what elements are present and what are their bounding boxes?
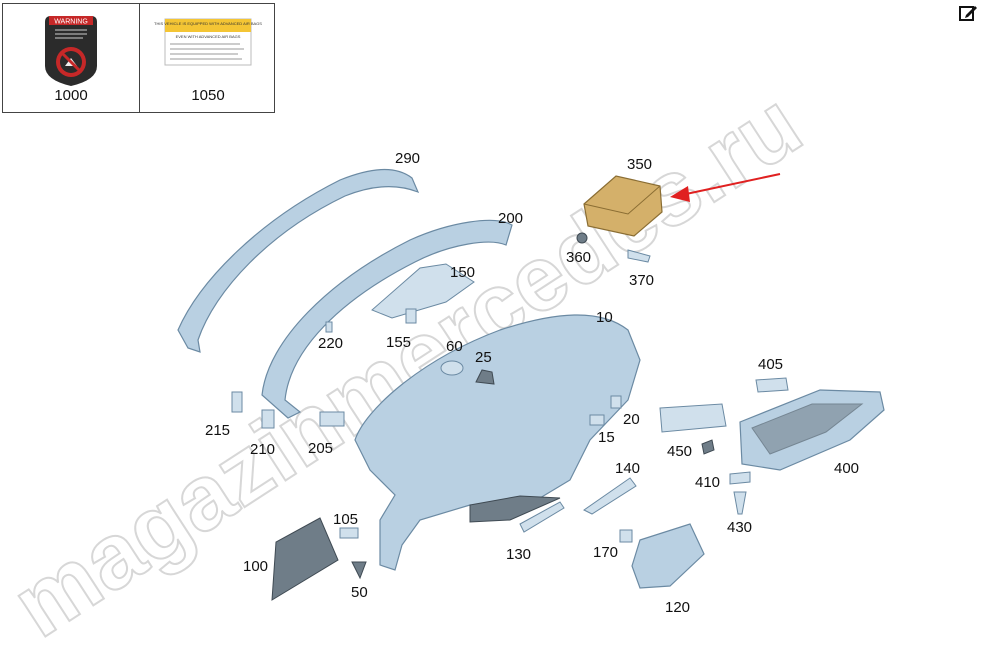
thumbnail-1050[interactable]: THIS VEHICLE IS EQUIPPED WITH ADVANCED A… [140, 4, 276, 112]
part-430-pin[interactable] [733, 491, 747, 515]
part-10-dashboard[interactable] [354, 314, 641, 571]
airbag-info-sticker-icon: THIS VEHICLE IS EQUIPPED WITH ADVANCED A… [154, 18, 262, 66]
label-150[interactable]: 150 [450, 264, 475, 281]
part-370-bolt[interactable] [627, 249, 651, 263]
part-200-trim-arc[interactable] [261, 219, 513, 419]
label-60[interactable]: 60 [446, 338, 463, 355]
part-205-bracket[interactable] [319, 411, 345, 427]
label-20[interactable]: 20 [623, 411, 640, 428]
airbag-edge [583, 185, 661, 215]
part-60-ring[interactable] [440, 360, 464, 376]
label-130[interactable]: 130 [506, 546, 531, 563]
thumbnail-label-1050: 1050 [191, 87, 225, 104]
label-220[interactable]: 220 [318, 335, 343, 352]
part-130-strip[interactable] [519, 501, 565, 533]
label-210[interactable]: 210 [250, 441, 275, 458]
label-25[interactable]: 25 [475, 349, 492, 366]
label-290[interactable]: 290 [395, 150, 420, 167]
thumbnail-label-1000: 1000 [54, 87, 88, 104]
part-100-side-panel[interactable] [271, 517, 339, 601]
thumbnail-1000[interactable]: WARNING 1000 [3, 4, 140, 112]
sticker-info-subtitle: EVEN WITH ADVANCED AIR BAGS [176, 34, 241, 39]
label-370[interactable]: 370 [629, 272, 654, 289]
part-290-trim-arc[interactable] [177, 168, 420, 353]
thumbnail-strip: WARNING 1000 THIS VEHICLE IS EQUIPPED WI… [2, 3, 275, 113]
label-450[interactable]: 450 [667, 443, 692, 460]
highlight-arrow-head [670, 186, 690, 202]
part-170-clip[interactable] [619, 529, 633, 543]
label-430[interactable]: 430 [727, 519, 752, 536]
label-120[interactable]: 120 [665, 599, 690, 616]
label-360[interactable]: 360 [566, 249, 591, 266]
part-15-clip[interactable] [589, 414, 605, 426]
part-410-latch[interactable] [729, 471, 751, 485]
label-215[interactable]: 215 [205, 422, 230, 439]
highlight-arrow-line [685, 173, 781, 195]
part-350-airbag[interactable] [583, 175, 663, 237]
part-405-clip[interactable] [755, 377, 789, 393]
part-450-screw[interactable] [701, 439, 715, 455]
label-405[interactable]: 405 [758, 356, 783, 373]
part-105-clip[interactable] [339, 527, 359, 539]
label-100[interactable]: 100 [243, 558, 268, 575]
label-205[interactable]: 205 [308, 440, 333, 457]
warning-sticker-icon: WARNING [45, 16, 97, 86]
part-20-clip[interactable] [610, 395, 622, 409]
label-350[interactable]: 350 [627, 156, 652, 173]
label-140[interactable]: 140 [615, 460, 640, 477]
part-360-nut[interactable] [576, 232, 588, 244]
glovebox-inner [751, 403, 864, 455]
part-155-clip[interactable] [405, 308, 417, 324]
label-400[interactable]: 400 [834, 460, 859, 477]
dashboard-lower-cutout [469, 495, 561, 523]
sticker-warning-title: WARNING [54, 19, 88, 26]
edit-icon[interactable] [958, 3, 978, 23]
part-50-screw[interactable] [351, 561, 367, 580]
label-105[interactable]: 105 [333, 511, 358, 528]
part-220-pin[interactable] [325, 321, 333, 333]
label-410[interactable]: 410 [695, 474, 720, 491]
label-10[interactable]: 10 [596, 309, 613, 326]
label-170[interactable]: 170 [593, 544, 618, 561]
part-120-bracket[interactable] [631, 523, 705, 589]
part-210-clip[interactable] [261, 409, 275, 429]
part-215-bracket[interactable] [231, 391, 243, 413]
part-150-vent[interactable] [371, 263, 475, 319]
label-155[interactable]: 155 [386, 334, 411, 351]
label-15[interactable]: 15 [598, 429, 615, 446]
label-50[interactable]: 50 [351, 584, 368, 601]
part-140-strip[interactable] [583, 477, 637, 515]
sticker-info-title: THIS VEHICLE IS EQUIPPED WITH ADVANCED A… [154, 21, 262, 26]
part-25-clip[interactable] [475, 369, 495, 385]
part-450-holder[interactable] [659, 403, 727, 433]
label-200[interactable]: 200 [498, 210, 523, 227]
